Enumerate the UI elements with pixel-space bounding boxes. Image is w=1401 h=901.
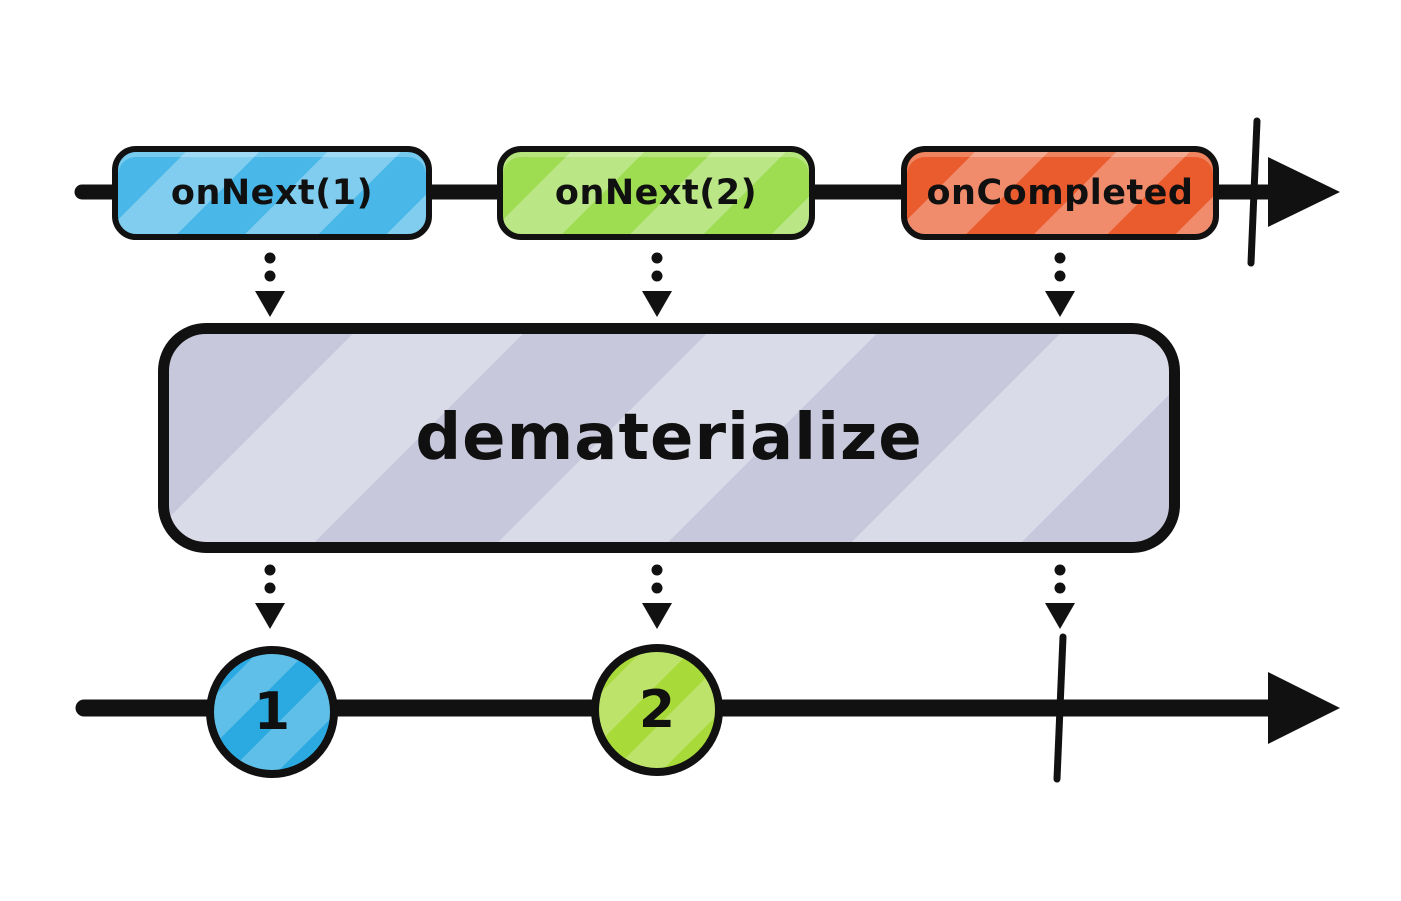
operator-box: dematerialize [158,323,1180,553]
down-arrow-bottom-2 [642,564,672,629]
down-arrow-top-1 [255,252,285,317]
event-onnext-1-label: onNext(1) [170,173,374,213]
source-completion-marker [1247,117,1261,267]
event-onnext-2: onNext(2) [497,146,815,240]
down-arrowhead-icon [255,603,285,629]
marble-1: 1 [206,646,338,778]
event-onnext-1: onNext(1) [112,146,432,240]
marble-2-label: 2 [638,680,676,740]
source-timeline-arrowhead-icon [1268,157,1340,227]
down-arrowhead-icon [1045,603,1075,629]
result-completion-marker [1053,633,1067,783]
down-arrowhead-icon [642,291,672,317]
event-onnext-2-label: onNext(2) [554,173,758,213]
down-arrow-bottom-1 [255,564,285,629]
result-timeline-arrowhead-icon [1268,672,1340,744]
marble-2: 2 [591,644,723,776]
marble-1-label: 1 [253,682,291,742]
down-arrow-bottom-3 [1045,564,1075,629]
down-arrowhead-icon [255,291,285,317]
down-arrowhead-icon [1045,291,1075,317]
event-oncompleted: onCompleted [901,146,1219,240]
event-oncompleted-label: onCompleted [926,173,1194,213]
down-arrow-top-3 [1045,252,1075,317]
down-arrowhead-icon [642,603,672,629]
operator-label: dematerialize [415,401,923,475]
down-arrow-top-2 [642,252,672,317]
